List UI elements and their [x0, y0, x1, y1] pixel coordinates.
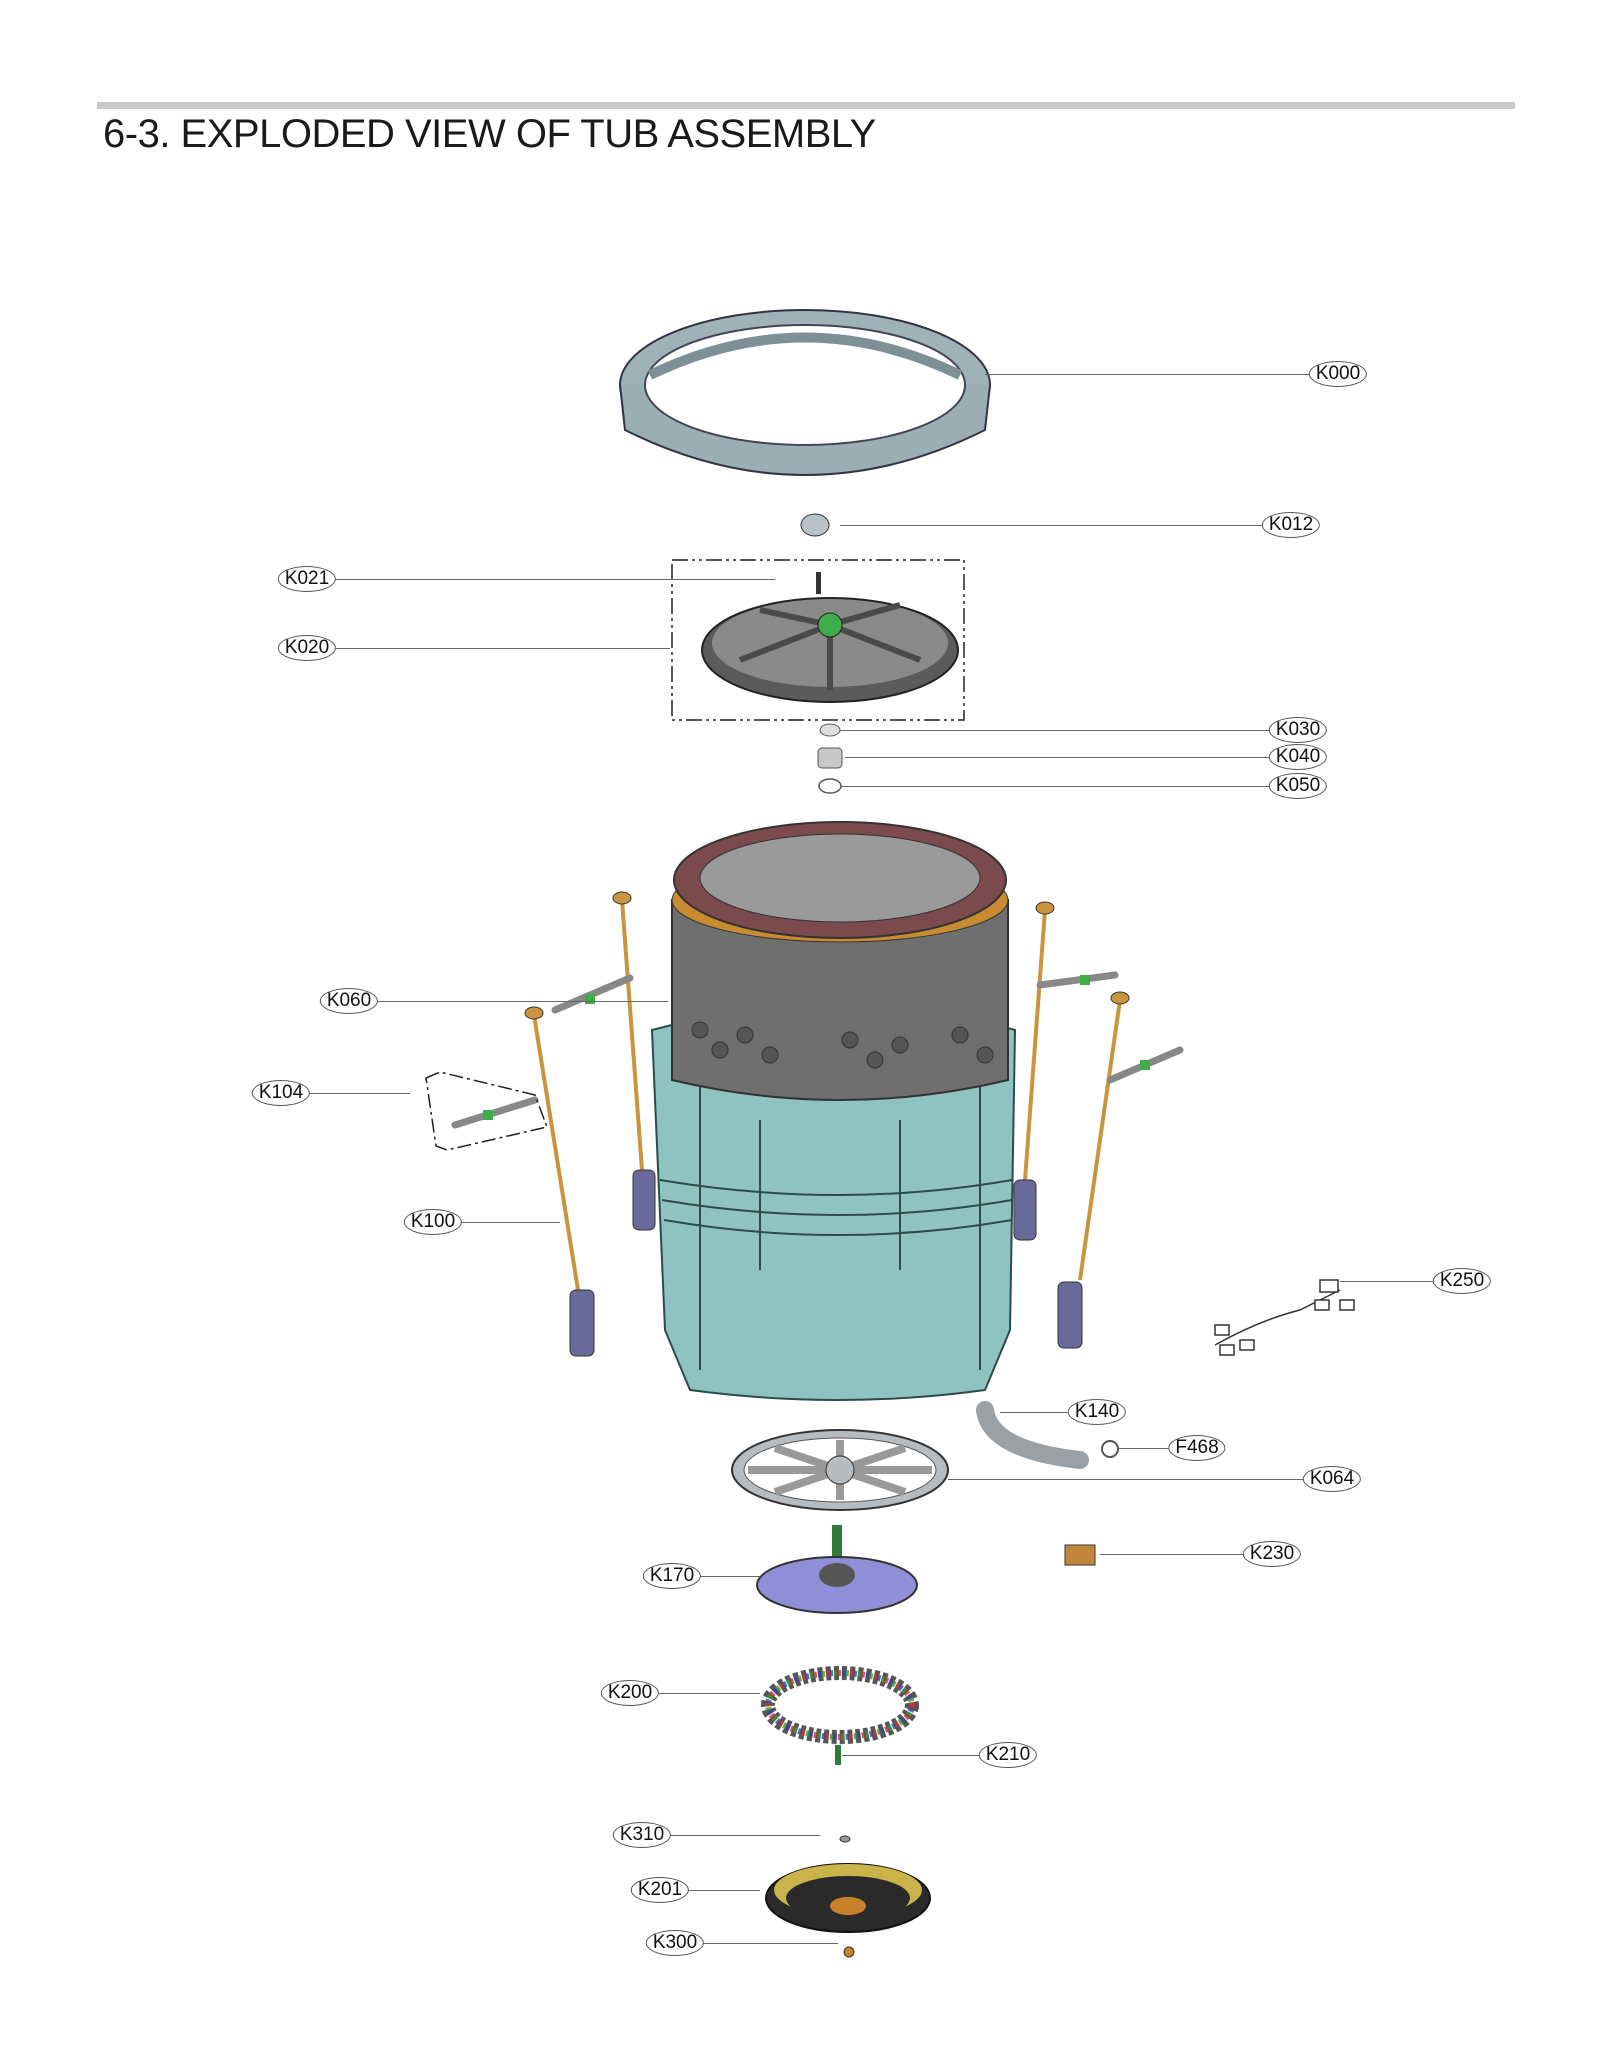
- drum: [671, 821, 1009, 1101]
- wire-harness: [1214, 1279, 1355, 1356]
- callout-k200: K200: [600, 1680, 660, 1706]
- leader-line-k040: [845, 757, 1270, 759]
- leader-line-k020: [335, 648, 670, 650]
- callout-k050: K050: [1268, 773, 1328, 799]
- leader-line-k064: [948, 1479, 1304, 1481]
- suspension-rods: [532, 899, 1122, 1291]
- callout-k210: K210: [978, 1742, 1038, 1768]
- tub-cover-ring: [619, 309, 991, 476]
- header-rule: [97, 102, 1515, 109]
- leader-line-k100: [461, 1222, 560, 1224]
- dampers: [569, 1169, 1083, 1357]
- callout-k300: K300: [645, 1930, 705, 1956]
- pulsator: [701, 597, 959, 703]
- callout-k060: K060: [319, 988, 379, 1014]
- leader-line-k140: [1000, 1412, 1069, 1414]
- callout-k201: K201: [630, 1877, 690, 1903]
- leader-line-k210: [842, 1755, 980, 1757]
- leader-line-k021: [335, 579, 775, 581]
- leader-line-k104: [309, 1093, 410, 1095]
- leader-line-k201: [688, 1890, 760, 1892]
- rotor: [765, 1863, 931, 1933]
- leader-line-k050: [840, 786, 1270, 788]
- leader-line-k250: [1340, 1281, 1434, 1283]
- leader-line-k230: [1100, 1554, 1244, 1556]
- leader-line-k170: [700, 1576, 760, 1578]
- callout-k000: K000: [1308, 361, 1368, 387]
- leader-line-k000: [985, 374, 1310, 376]
- pulsator-cap: [800, 513, 830, 537]
- leader-line-f468: [1118, 1448, 1169, 1450]
- callout-k140: K140: [1067, 1399, 1127, 1425]
- bearing-bracket: [731, 1429, 949, 1511]
- callout-k021: K021: [277, 566, 337, 592]
- callout-k310: K310: [612, 1822, 672, 1848]
- callout-k030: K030: [1268, 717, 1328, 743]
- callout-k250: K250: [1432, 1268, 1492, 1294]
- leader-line-k200: [658, 1693, 760, 1695]
- callout-k100: K100: [403, 1209, 463, 1235]
- callout-k020: K020: [277, 635, 337, 661]
- leader-line-k300: [703, 1943, 838, 1945]
- callout-k104: K104: [251, 1080, 311, 1106]
- callout-k064: K064: [1302, 1466, 1362, 1492]
- leader-line-k012: [840, 525, 1263, 527]
- callout-k012: K012: [1261, 512, 1321, 538]
- callout-k170: K170: [642, 1563, 702, 1589]
- clutch-assembly: [756, 1525, 918, 1614]
- page-title: 6-3. EXPLODED VIEW OF TUB ASSEMBLY: [103, 112, 876, 156]
- leader-line-k060: [377, 1001, 668, 1003]
- callout-k040: K040: [1268, 744, 1328, 770]
- stator: [761, 1666, 919, 1744]
- callout-k230: K230: [1242, 1541, 1302, 1567]
- leader-line-k030: [840, 730, 1270, 732]
- callout-f468: F468: [1168, 1435, 1226, 1461]
- leader-line-k310: [670, 1835, 820, 1837]
